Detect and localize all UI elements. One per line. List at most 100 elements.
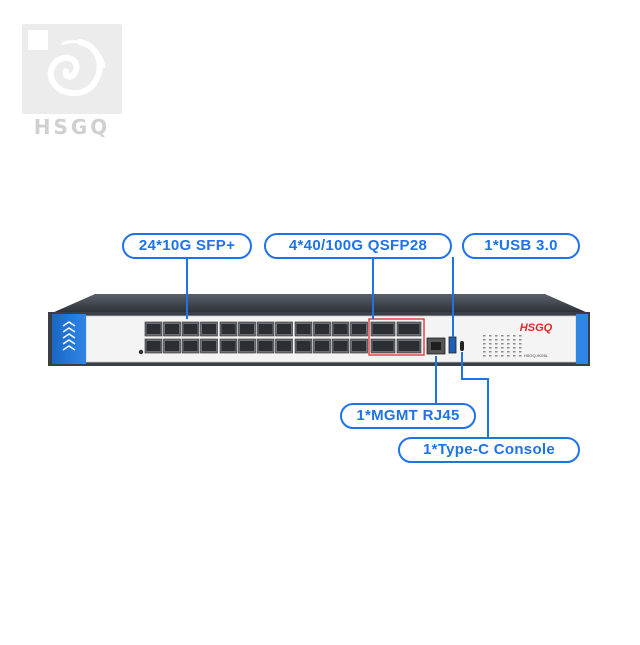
leader-console-c: [487, 378, 489, 438]
sfp-port-cage: [258, 324, 273, 334]
status-led: [507, 339, 510, 341]
watermark-brand-text: HSGQ: [33, 115, 111, 139]
status-led: [483, 339, 486, 341]
device-model-label: HSGQ-9028L: [524, 353, 549, 358]
sfp-port-cage: [352, 324, 366, 334]
qsfp-highlight-frame: [368, 318, 425, 356]
status-led: [489, 339, 492, 341]
sfp-port-cage: [183, 341, 198, 351]
sfp-port-cage: [165, 324, 179, 334]
watermark-logo: [22, 24, 122, 114]
sfp-port-cage: [296, 341, 311, 351]
qsfp-port-cage: [372, 341, 394, 351]
sfp-port-cage: [240, 341, 254, 351]
status-led: [519, 343, 522, 345]
status-led: [489, 343, 492, 345]
sfp-port-cage: [296, 324, 311, 334]
sfp-port-cage: [221, 324, 236, 334]
status-led: [501, 351, 504, 353]
callout-console: 1*Type-C Console: [398, 437, 580, 463]
status-led: [519, 335, 522, 337]
status-led: [507, 351, 510, 353]
status-led: [489, 347, 492, 349]
sfp-port-cage: [315, 324, 329, 334]
callout-usb: 1*USB 3.0: [462, 233, 580, 259]
sfp-port-group: [144, 321, 368, 354]
sfp-port-cage: [146, 324, 161, 334]
sfp-port-cage: [146, 341, 161, 351]
status-led: [513, 355, 516, 357]
callout-sfp: 24*10G SFP+: [122, 233, 252, 259]
status-led: [489, 335, 492, 337]
reset-button[interactable]: [138, 349, 144, 355]
status-led: [489, 351, 492, 353]
status-led: [519, 355, 522, 357]
sfp-port-cage: [333, 324, 348, 334]
status-led: [495, 351, 498, 353]
status-led: [507, 343, 510, 345]
sfp-port-cage: [315, 341, 329, 351]
status-led: [501, 355, 504, 357]
console-typec-port[interactable]: [460, 341, 464, 351]
sfp-port-cage: [277, 324, 291, 334]
sfp-port-cage: [202, 341, 216, 351]
sfp-port-cage: [258, 341, 273, 351]
status-led: [513, 347, 516, 349]
status-led: [507, 347, 510, 349]
callout-qsfp: 4*40/100G QSFP28: [264, 233, 452, 259]
qsfp-port-group: [370, 321, 422, 354]
hsgq-swirl-logo-icon: [28, 30, 106, 97]
mgmt-rj45-socket: [431, 342, 441, 350]
sfp-port-cage: [183, 324, 198, 334]
leader-console-b: [461, 378, 489, 380]
led-indicator-panel: [483, 335, 522, 357]
status-led: [501, 335, 504, 337]
status-led: [495, 343, 498, 345]
status-led: [495, 339, 498, 341]
status-led: [507, 335, 510, 337]
sfp-port-cage: [221, 341, 236, 351]
status-led: [483, 351, 486, 353]
chevron-stack-icon: [62, 321, 76, 351]
leader-mgmt: [435, 356, 437, 406]
status-led: [495, 335, 498, 337]
callout-mgmt: 1*MGMT RJ45: [340, 403, 476, 429]
leader-qsfp: [372, 257, 374, 319]
sfp-port-cage: [277, 341, 291, 351]
status-led: [483, 343, 486, 345]
qsfp-port-cage: [398, 324, 420, 334]
sfp-port-cage: [352, 341, 366, 351]
status-led: [519, 351, 522, 353]
status-led: [501, 339, 504, 341]
leader-sfp: [186, 257, 188, 319]
status-led: [495, 355, 498, 357]
sfp-port-cage: [333, 341, 348, 351]
status-led: [501, 347, 504, 349]
status-led: [483, 335, 486, 337]
status-led: [519, 347, 522, 349]
sfp-port-cage: [165, 341, 179, 351]
status-led: [513, 335, 516, 337]
status-led: [507, 355, 510, 357]
sfp-port-cage: [202, 324, 216, 334]
status-led: [513, 339, 516, 341]
usb-port[interactable]: [448, 336, 457, 354]
chassis-top: [52, 294, 588, 313]
rack-ear-right: [576, 314, 588, 364]
leader-console-a: [461, 352, 463, 380]
device-brand-logo: HSGQ: [520, 322, 553, 334]
qsfp-port-cage: [398, 341, 420, 351]
status-led: [513, 343, 516, 345]
status-led: [495, 347, 498, 349]
qsfp-port-cage: [372, 324, 394, 334]
status-led: [483, 355, 486, 357]
sfp-port-cage: [240, 324, 254, 334]
status-led: [513, 351, 516, 353]
status-led: [501, 343, 504, 345]
status-led: [483, 347, 486, 349]
status-led: [489, 355, 492, 357]
status-led: [519, 339, 522, 341]
leader-usb: [452, 257, 454, 337]
